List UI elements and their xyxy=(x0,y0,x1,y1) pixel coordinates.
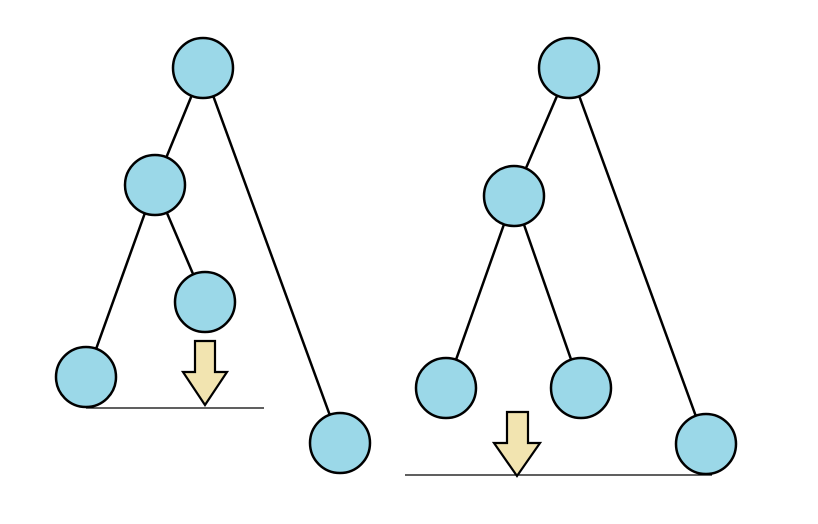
tree-left xyxy=(54,36,372,475)
tree-node-left xyxy=(123,153,187,217)
tree-node-root xyxy=(537,36,601,100)
tree-node-left-left xyxy=(54,345,118,409)
edge-left-left-right xyxy=(512,195,583,389)
tree-right xyxy=(405,36,738,478)
tree-node-left xyxy=(482,164,546,228)
tree-node-left-right xyxy=(549,356,613,420)
down-arrow-icon xyxy=(491,410,543,478)
edge-root-right xyxy=(567,67,708,445)
edge-root-right xyxy=(201,67,342,444)
tree-node-right xyxy=(308,411,372,475)
down-arrow-icon xyxy=(180,339,230,407)
tree-node-right xyxy=(674,412,738,476)
tree-node-left-left xyxy=(414,356,478,420)
tree-node-left-right xyxy=(173,270,237,334)
edge-left-left-left xyxy=(444,195,516,389)
tree-node-root xyxy=(171,36,235,100)
edge-left-left-left xyxy=(84,184,157,378)
